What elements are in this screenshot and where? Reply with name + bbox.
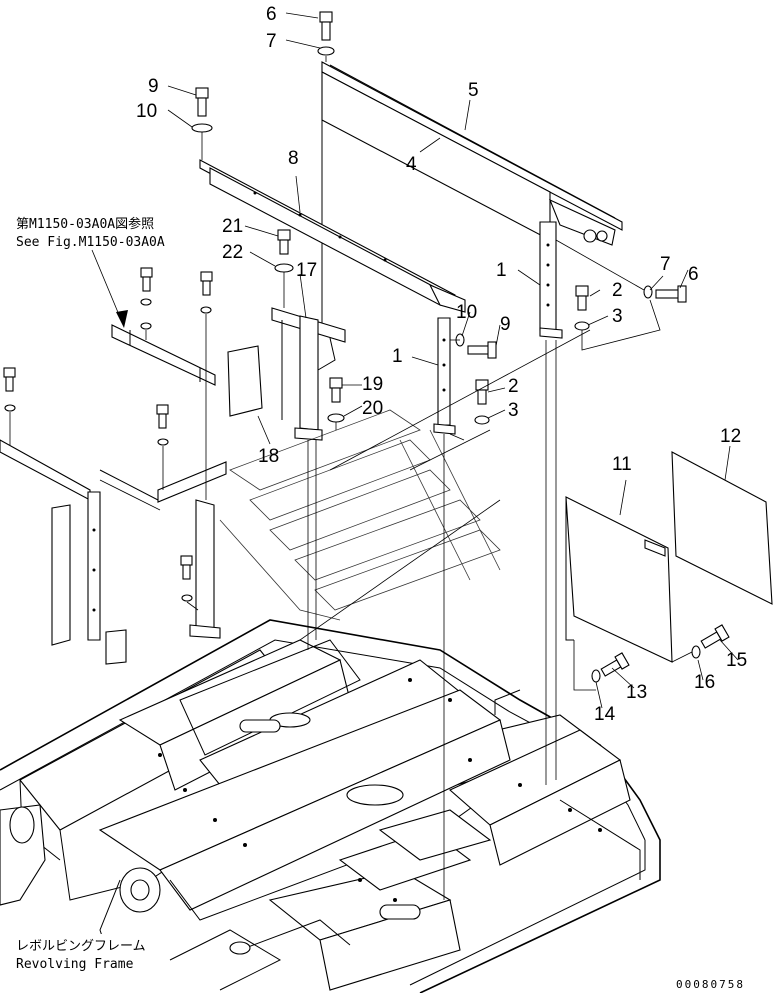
callout-10-mid: 10 bbox=[456, 302, 477, 323]
callout-leaders bbox=[91, 12, 739, 709]
callout-17: 17 bbox=[296, 260, 317, 281]
callout-7-top: 7 bbox=[266, 31, 277, 52]
callout-20: 20 bbox=[362, 398, 383, 419]
callout-19: 19 bbox=[362, 374, 383, 395]
callout-6-top: 6 bbox=[266, 4, 277, 25]
bracket-1-center bbox=[433, 317, 456, 435]
callout-12: 12 bbox=[720, 426, 741, 447]
drawing-code: 00080758 bbox=[676, 978, 745, 991]
callout-3-right: 3 bbox=[612, 306, 623, 327]
callout-9-mid: 9 bbox=[500, 314, 511, 335]
part-callouts: 6 7 9 10 5 4 8 21 22 17 1 7 6 2 3 10 9 1… bbox=[136, 4, 747, 725]
callout-13: 13 bbox=[626, 682, 647, 703]
frame-label-en: Revolving Frame bbox=[16, 957, 134, 972]
callout-21: 21 bbox=[222, 216, 243, 237]
bracket-1-right bbox=[539, 221, 563, 339]
frame-bolt-holes bbox=[158, 678, 602, 902]
callout-2-right: 2 bbox=[612, 280, 623, 301]
callout-10-left: 10 bbox=[136, 101, 157, 122]
bracket-17 bbox=[271, 307, 346, 441]
callout-8: 8 bbox=[288, 148, 299, 169]
callout-3-center: 3 bbox=[508, 400, 519, 421]
callout-7-right: 7 bbox=[660, 254, 671, 275]
callout-5: 5 bbox=[468, 80, 479, 101]
callout-1-right: 1 bbox=[496, 260, 507, 281]
left-bracket-group bbox=[0, 324, 227, 665]
callout-1-center: 1 bbox=[392, 346, 403, 367]
reference-note-en: See Fig.M1150-03A0A bbox=[16, 235, 165, 250]
callout-14: 14 bbox=[594, 704, 616, 725]
callout-11: 11 bbox=[612, 454, 632, 475]
beam-8 bbox=[199, 159, 466, 313]
callout-15: 15 bbox=[726, 650, 747, 671]
pad-18 bbox=[227, 345, 263, 417]
watermark-logo bbox=[219, 409, 501, 621]
callout-6-right: 6 bbox=[688, 264, 699, 285]
callout-16: 16 bbox=[694, 672, 715, 693]
callout-9-left: 9 bbox=[148, 76, 159, 97]
reference-note: 第M1150-03A0A図参照 See Fig.M1150-03A0A bbox=[16, 216, 165, 250]
frame-label-jp: レボルビングフレーム bbox=[16, 939, 146, 954]
callout-22: 22 bbox=[222, 242, 243, 263]
callout-18: 18 bbox=[258, 446, 279, 467]
callout-2-center: 2 bbox=[508, 376, 519, 397]
cover-11 bbox=[565, 496, 673, 663]
panel-12 bbox=[671, 451, 773, 605]
reference-note-jp: 第M1150-03A0A図参照 bbox=[16, 216, 154, 232]
frame-label: レボルビングフレーム Revolving Frame bbox=[12, 934, 162, 974]
assembly-lines bbox=[9, 56, 693, 900]
callout-4: 4 bbox=[406, 154, 417, 175]
fasteners bbox=[3, 11, 730, 683]
revolving-frame bbox=[0, 619, 661, 994]
top-rail-assembly bbox=[321, 61, 623, 330]
